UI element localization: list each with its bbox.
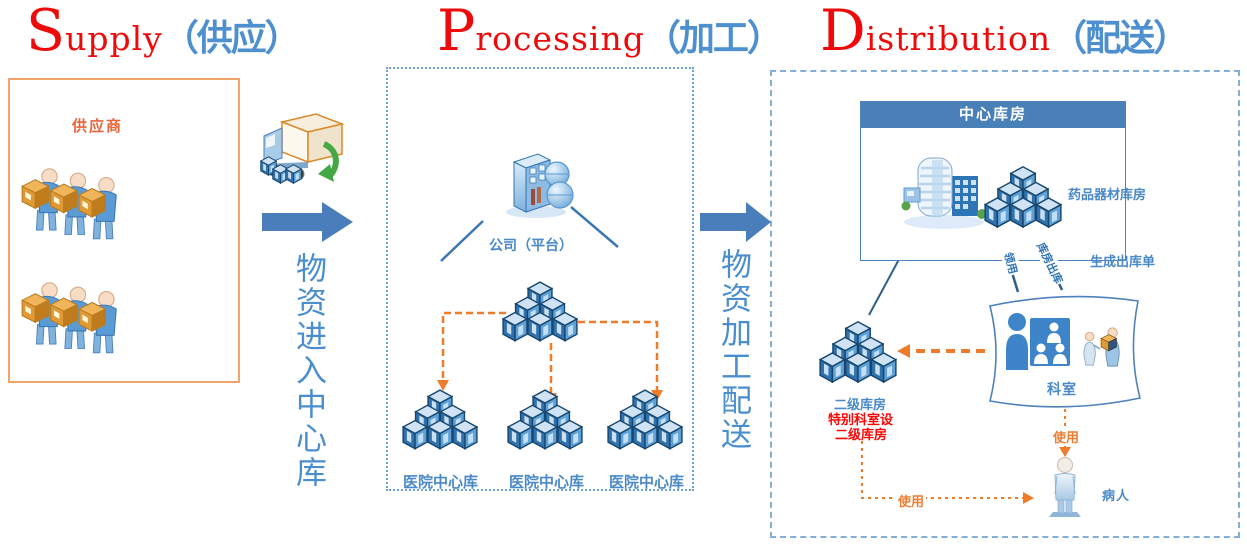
flow-right-text: 物资加工配送 [716,248,751,452]
hospital-store-label-3: 医院中心库 [609,474,685,491]
title-processing-rest: rocessing [475,19,645,58]
title-supply-initial: S [26,0,66,64]
supplier-label: 供应商 [72,118,124,135]
warehouse-pyramid-icon-1 [402,389,478,452]
secondary-store-pyramid-icon [819,320,897,386]
platform-server-icon [494,142,578,220]
flow-arrow-left [262,202,353,242]
department-orgchart-icon [1004,310,1070,378]
generate-order-label: 生成出库单 [1090,254,1156,269]
staff-handover-icon [1080,326,1126,368]
central-store-box: 中心库房 [860,101,1126,261]
processing-box [386,67,694,491]
title-processing-zh: （加工） [644,17,783,58]
title-supply-zh: （供应） [162,17,301,58]
warehouse-pyramid-icon-2 [507,389,583,452]
flow-left-text: 物资进入中心库 [291,252,326,490]
drug-store-label: 药品器材库房 [1068,187,1147,202]
patient-label: 病人 [1102,488,1131,503]
warehouse-pyramid-icon-3 [607,389,683,452]
secondary-store-note-1: 特别科室设 [828,412,894,427]
porters-icon-2 [20,274,125,366]
distribution-box [770,70,1240,538]
title-distribution-rest: istribution [865,19,1052,58]
flow-arrow-right [700,202,771,242]
hospital-store-label-1: 医院中心库 [403,474,479,491]
supply-box [8,78,240,383]
title-processing: Processing（加工） [437,0,783,64]
secondary-store-note-2: 二级库房 [835,427,888,442]
central-store-header: 中心库房 [861,102,1125,128]
warehouse-pyramid-icon-top [502,281,578,344]
title-distribution: Distribution（配送） [820,0,1189,64]
hospital-store-label-2: 医院中心库 [509,474,585,491]
porters-icon-1 [20,160,125,252]
central-store-pyramid-icon [984,164,1062,232]
title-processing-initial: P [437,0,476,64]
patient-person-icon [1047,456,1083,522]
title-distribution-zh: （配送） [1051,17,1189,58]
secondary-store-label: 二级库房 [834,397,887,412]
title-supply: Supply（供应） [26,0,301,64]
department-label: 科室 [1047,381,1077,397]
warehouse-building-icon [896,150,992,230]
title-distribution-initial: D [820,0,866,64]
platform-label: 公司（平台） [489,237,573,253]
use-label-dept: 使用 [1051,427,1082,446]
delivery-truck-icon [258,112,350,196]
use-label-secondary: 使用 [896,491,927,510]
title-supply-rest: upply [65,19,163,58]
